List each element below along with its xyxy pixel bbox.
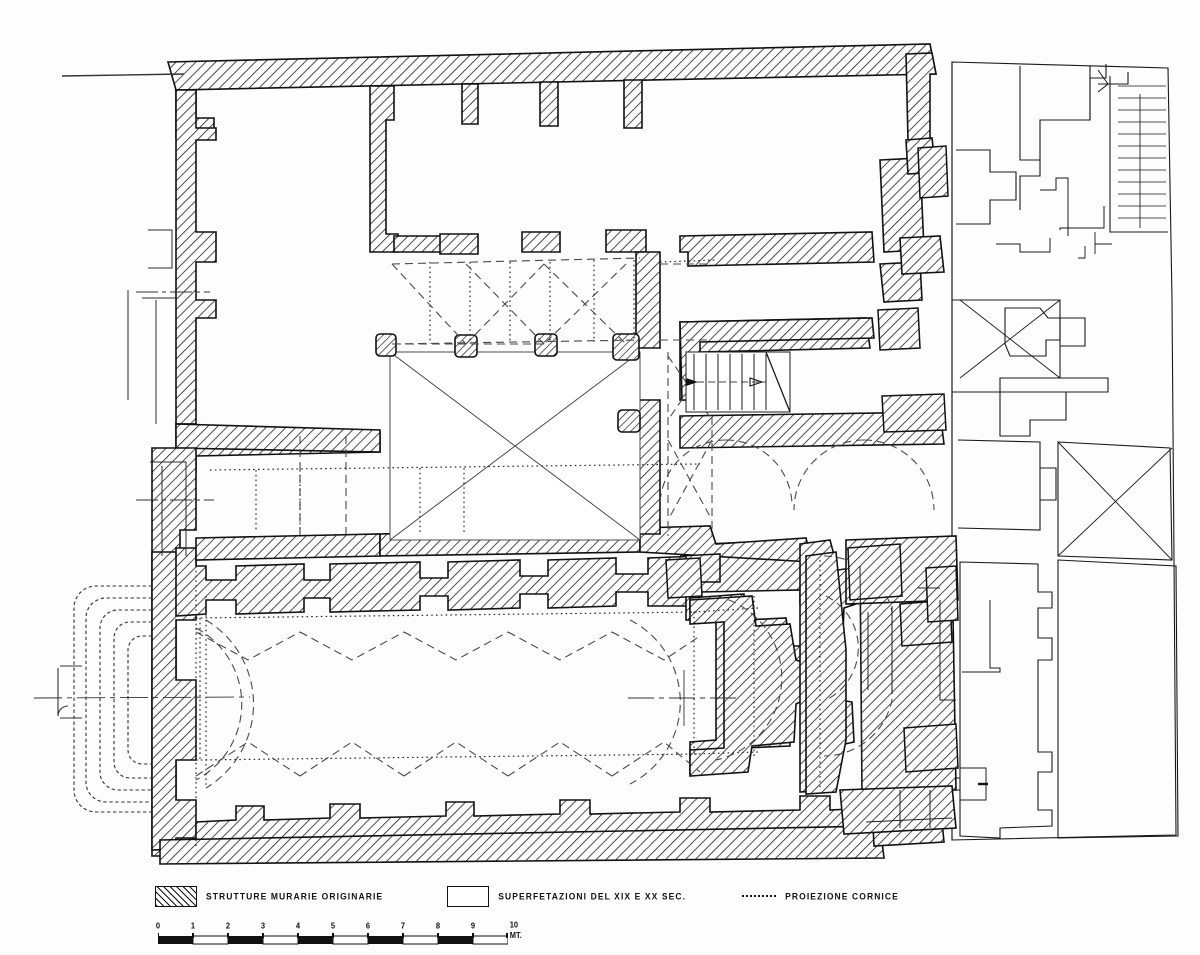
dotted-line-swatch-icon	[742, 895, 777, 897]
scale-unit-label: 10 MT.	[509, 919, 522, 941]
staircase-main	[685, 351, 791, 413]
entrance-steps	[57, 585, 152, 813]
interior-partitions-thin	[127, 229, 187, 556]
legend-item-original-masonry: STRUTTURE MURARIE ORIGINARIE	[155, 885, 384, 907]
legend-label-later-additions: SUPERFETAZIONI DEL XIX E XX SEC.	[498, 890, 687, 902]
hatched-swatch-icon	[155, 885, 197, 907]
legend-item-later-additions: SUPERFETAZIONI DEL XIX E XX SEC.	[447, 885, 687, 907]
scale-tick-1: 1	[190, 920, 196, 931]
scale-bar-graphic	[157, 933, 509, 945]
scale-tick-2: 2	[225, 920, 231, 931]
empty-swatch-icon	[447, 885, 490, 907]
scale-tick-5: 5	[330, 920, 336, 931]
scale-tick-4: 4	[295, 920, 301, 931]
legend-item-cornice-projection: PROIEZIONE CORNICE	[742, 890, 899, 902]
scale-tick-0: 0	[155, 920, 161, 931]
scale-tick-7: 7	[400, 920, 406, 931]
legend-label-original-masonry: STRUTTURE MURARIE ORIGINARIE	[206, 890, 384, 902]
legend-label-cornice-projection: PROIEZIONE CORNICE	[785, 890, 899, 902]
apse-details-thin	[859, 565, 956, 828]
axis-centerlines	[33, 73, 740, 726]
scale-tick-8: 8	[435, 920, 441, 931]
masonry-details-right	[665, 145, 959, 773]
later-additions-right-block	[951, 61, 1179, 841]
scale-tick-3: 3	[260, 920, 266, 931]
scale-bar: 0 1 2 3 4 5 6 7 8 9 10 MT.	[155, 920, 522, 948]
scale-tick-9: 9	[470, 920, 476, 931]
legend: STRUTTURE MURARIE ORIGINARIE SUPERFETAZI…	[155, 878, 1055, 914]
cornice-projection-dotted	[195, 259, 821, 848]
scale-tick-labels: 0 1 2 3 4 5 6 7 8 9 10 MT.	[155, 920, 522, 941]
cloister-courtyard	[389, 351, 641, 541]
scale-bar-svg	[157, 933, 509, 945]
scale-tick-6: 6	[365, 920, 371, 931]
